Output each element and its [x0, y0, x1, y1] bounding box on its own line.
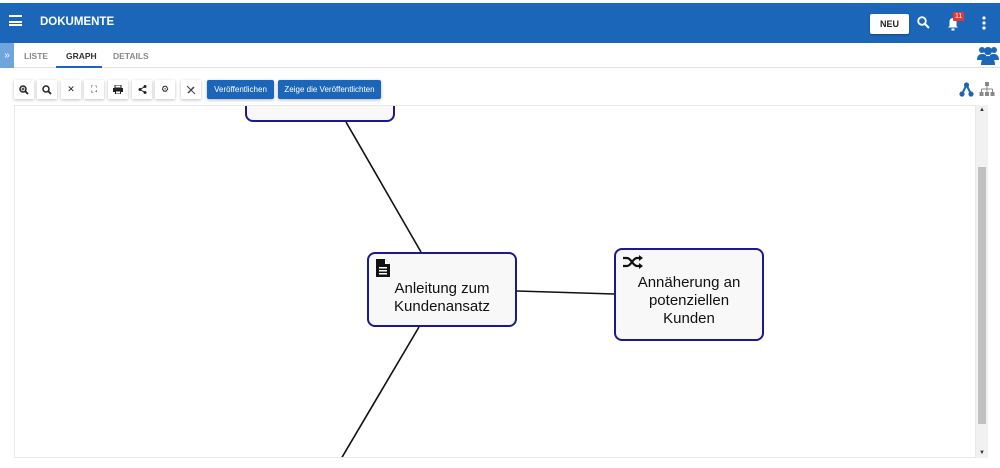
page-title: DOKUMENTE: [40, 16, 115, 28]
graph-node-annaeherung[interactable]: Annäherung an potenziellen Kunden: [614, 248, 764, 341]
active-tab-indicator: [56, 66, 102, 68]
document-icon: [376, 259, 390, 277]
fit-button[interactable]: ✕: [61, 80, 81, 99]
graph-node-top[interactable]: [245, 106, 395, 122]
zoom-in-button[interactable]: [14, 80, 34, 99]
hierarchy-icon[interactable]: [979, 82, 995, 97]
app-header: DOKUMENTE NEU 11: [0, 3, 1000, 43]
notification-badge: 11: [953, 12, 965, 21]
fullscreen-icon: ⛶: [90, 84, 98, 94]
share-icon: [138, 85, 146, 94]
print-icon: [113, 85, 123, 94]
graph-node-anleitung[interactable]: Anleitung zum Kundenansatz: [367, 252, 517, 327]
zoom-out-icon: [42, 84, 52, 95]
node-label: Annäherung an potenziellen Kunden: [637, 274, 741, 327]
pen-off-button[interactable]: [181, 80, 201, 99]
scrollbar-thumb[interactable]: [978, 167, 986, 424]
new-button[interactable]: NEU: [870, 14, 909, 34]
fullscreen-button[interactable]: ⛶: [84, 80, 104, 99]
share-button[interactable]: [132, 80, 152, 99]
graph-layout-icon[interactable]: [959, 82, 974, 97]
tab-bar: » LISTE GRAPH DETAILS: [0, 43, 1000, 68]
publish-button[interactable]: Veröffentlichen: [207, 80, 274, 99]
tab-graph[interactable]: GRAPH: [66, 51, 97, 61]
tab-details[interactable]: DETAILS: [113, 51, 149, 61]
tab-liste[interactable]: LISTE: [24, 51, 49, 61]
search-icon[interactable]: [917, 16, 930, 29]
graph-edges: [341, 121, 615, 457]
edge: [345, 121, 422, 253]
vertical-scrollbar[interactable]: ▲ ▼: [976, 105, 988, 458]
menu-icon[interactable]: [9, 15, 22, 26]
more-vert-icon[interactable]: [982, 16, 986, 30]
pen-off-icon: [186, 85, 196, 94]
fit-icon: ✕: [67, 84, 75, 94]
edge: [341, 326, 420, 457]
shuffle-icon: [623, 255, 643, 269]
graph-canvas[interactable]: Anleitung zum Kundenansatz Annäherung an…: [14, 105, 976, 458]
node-label: Anleitung zum Kundenansatz: [394, 280, 490, 315]
sidebar-toggle[interactable]: »: [0, 43, 14, 68]
scroll-up-arrow[interactable]: ▲: [979, 107, 985, 113]
show-published-button[interactable]: Zeige die Veröffentlichten: [278, 80, 381, 99]
scroll-down-arrow[interactable]: ▼: [979, 450, 985, 456]
settings-button[interactable]: ⚙: [155, 80, 175, 99]
print-button[interactable]: [108, 80, 128, 99]
users-icon[interactable]: [977, 45, 999, 65]
gear-icon: ⚙: [160, 84, 170, 94]
zoom-out-button[interactable]: [37, 80, 57, 99]
zoom-in-icon: [19, 84, 29, 95]
edge: [516, 290, 615, 295]
